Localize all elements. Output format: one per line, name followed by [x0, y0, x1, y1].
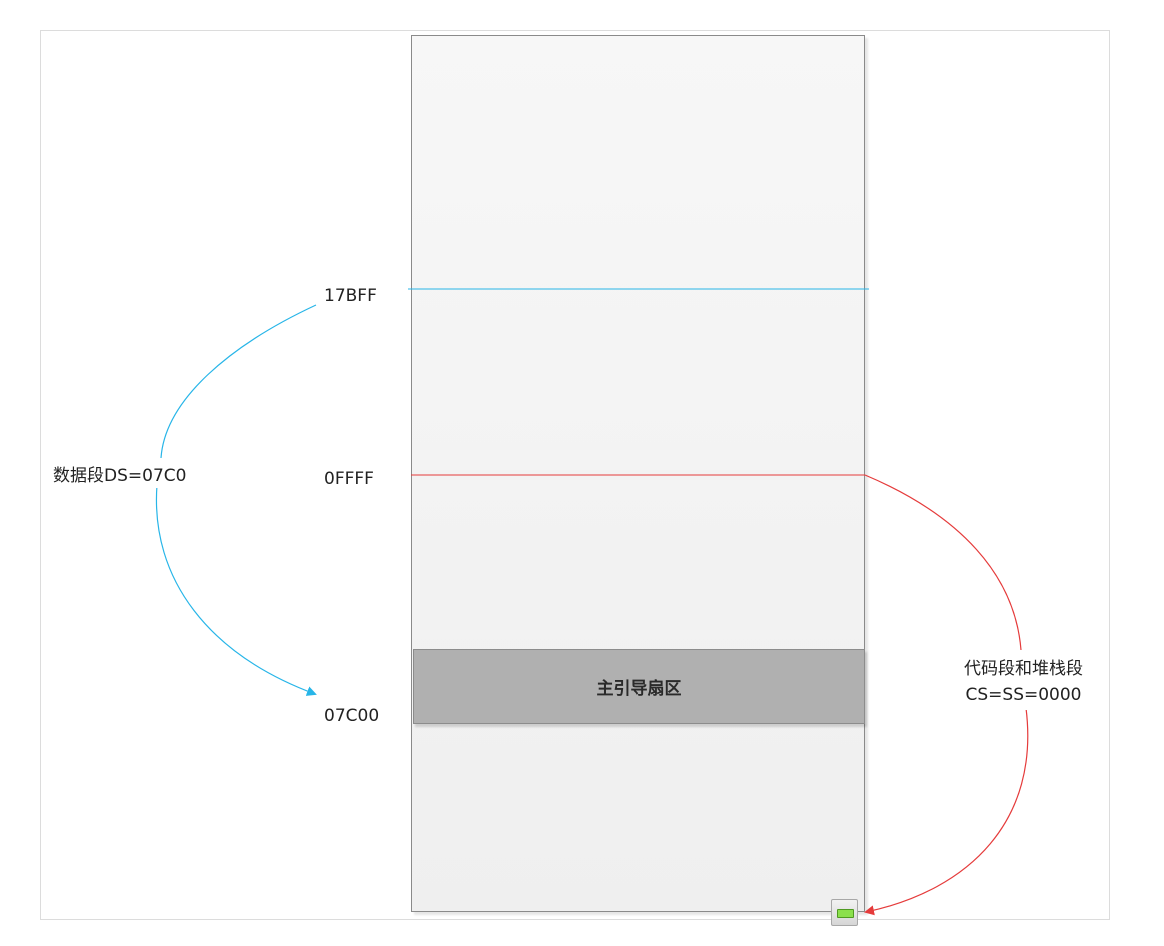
code-segment-label: 代码段和堆栈段 CS=SS=0000 [962, 654, 1085, 710]
indicator-lamp [837, 909, 854, 918]
code-segment-label-line1: 代码段和堆栈段 [964, 659, 1083, 679]
green-indicator-icon [831, 899, 858, 926]
diagram-frame [40, 30, 1110, 920]
boot-sector-block: 主引导扇区 [413, 649, 865, 724]
address-label-07c00: 07C00 [324, 706, 380, 726]
data-segment-label: 数据段DS=07C0 [51, 459, 189, 488]
address-label-0ffff: 0FFFF [324, 469, 374, 489]
address-label-17bff: 17BFF [324, 286, 377, 306]
code-segment-label-line2: CS=SS=0000 [965, 685, 1082, 705]
boot-sector-label: 主引导扇区 [596, 679, 682, 699]
memory-column [411, 35, 865, 912]
